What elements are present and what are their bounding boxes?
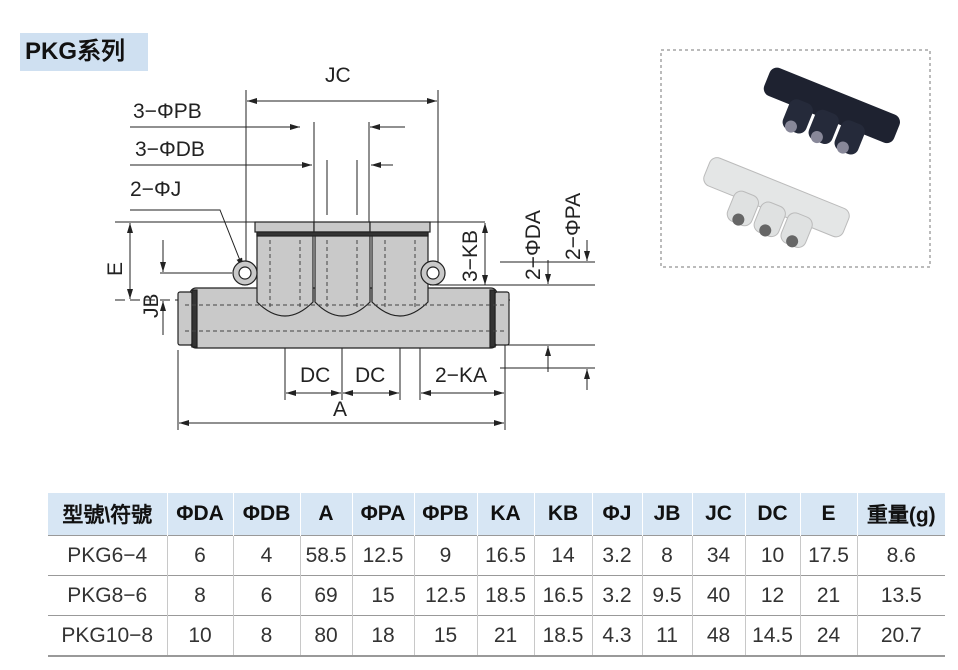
column-header: JC xyxy=(691,493,745,536)
label-db: 3−ΦDB xyxy=(135,138,205,161)
column-header: KB xyxy=(533,493,592,536)
table-cell: 8 xyxy=(166,575,233,616)
table-cell: 11 xyxy=(641,615,692,657)
table-cell: 18 xyxy=(351,615,414,657)
table-cell: 9 xyxy=(413,535,477,576)
table-cell: 80 xyxy=(299,615,352,657)
table-cell: 13.5 xyxy=(856,575,945,616)
column-header: ΦPA xyxy=(351,493,414,536)
column-header: A xyxy=(299,493,352,536)
table-cell: 12 xyxy=(744,575,800,616)
table-cell: 3.2 xyxy=(591,575,642,616)
table-cell: 9.5 xyxy=(641,575,692,616)
table-cell: 3.2 xyxy=(591,535,642,576)
table-cell: PKG10−8 xyxy=(48,615,167,657)
label-pa: 2−ΦPA xyxy=(562,193,585,260)
table-cell: 8 xyxy=(232,615,300,657)
table-cell: 14 xyxy=(533,535,592,576)
column-header: DC xyxy=(744,493,800,536)
table-cell: 18.5 xyxy=(533,615,592,657)
label-j: 2−ΦJ xyxy=(130,178,181,201)
column-header: ΦPB xyxy=(413,493,477,536)
table-cell: 10 xyxy=(166,615,233,657)
table-cell: 21 xyxy=(476,615,534,657)
column-header: 重量(g) xyxy=(856,493,945,536)
column-header: KA xyxy=(476,493,534,536)
table-cell: 16.5 xyxy=(476,535,534,576)
table-cell: 17.5 xyxy=(799,535,857,576)
label-e: E xyxy=(104,262,127,276)
table-cell: 69 xyxy=(299,575,352,616)
table-cell: 12.5 xyxy=(351,535,414,576)
table-cell: 16.5 xyxy=(533,575,592,616)
series-title: PKG系列 xyxy=(20,33,148,71)
label-ka: 2−KA xyxy=(435,364,487,387)
table-cell: 24 xyxy=(799,615,857,657)
table-cell: 15 xyxy=(413,615,477,657)
fitting-outline xyxy=(177,221,510,349)
label-pb: 3−ΦPB xyxy=(133,100,202,123)
table-cell: 4.3 xyxy=(591,615,642,657)
dimension-drawing: JC 3−ΦPB 3−ΦDB 2−ΦJ E JB 3−KB 2−ΦDA 2−ΦP… xyxy=(104,49,931,430)
label-dc-2: DC xyxy=(355,364,385,387)
label-a: A xyxy=(333,398,347,421)
table-cell: 14.5 xyxy=(744,615,800,657)
table-cell: 20.7 xyxy=(856,615,945,657)
column-header: JB xyxy=(641,493,692,536)
table-cell: 48 xyxy=(691,615,745,657)
column-header: ΦJ xyxy=(591,493,642,536)
table-cell: 21 xyxy=(799,575,857,616)
label-jc: JC xyxy=(325,64,351,87)
table-cell: 18.5 xyxy=(476,575,534,616)
label-kb: 3−KB xyxy=(459,230,482,282)
table-cell: 58.5 xyxy=(299,535,352,576)
table-cell: 12.5 xyxy=(413,575,477,616)
table-cell: 6 xyxy=(166,535,233,576)
table-cell: 4 xyxy=(232,535,300,576)
table-cell: 8 xyxy=(641,535,692,576)
label-dc-1: DC xyxy=(300,364,330,387)
product-photo xyxy=(660,49,931,268)
column-header: ΦDB xyxy=(232,493,300,536)
table-cell: 15 xyxy=(351,575,414,616)
table-cell: 34 xyxy=(691,535,745,576)
table-cell: PKG8−6 xyxy=(48,575,167,616)
table-cell: 8.6 xyxy=(856,535,945,576)
column-header: ΦDA xyxy=(166,493,233,536)
table-cell: 10 xyxy=(744,535,800,576)
label-da: 2−ΦDA xyxy=(522,210,545,280)
column-header: E xyxy=(799,493,857,536)
table-cell: PKG6−4 xyxy=(48,535,167,576)
table-cell: 6 xyxy=(232,575,300,616)
label-jb: JB xyxy=(140,293,163,318)
table-cell: 40 xyxy=(691,575,745,616)
column-header: 型號\符號 xyxy=(48,493,167,536)
